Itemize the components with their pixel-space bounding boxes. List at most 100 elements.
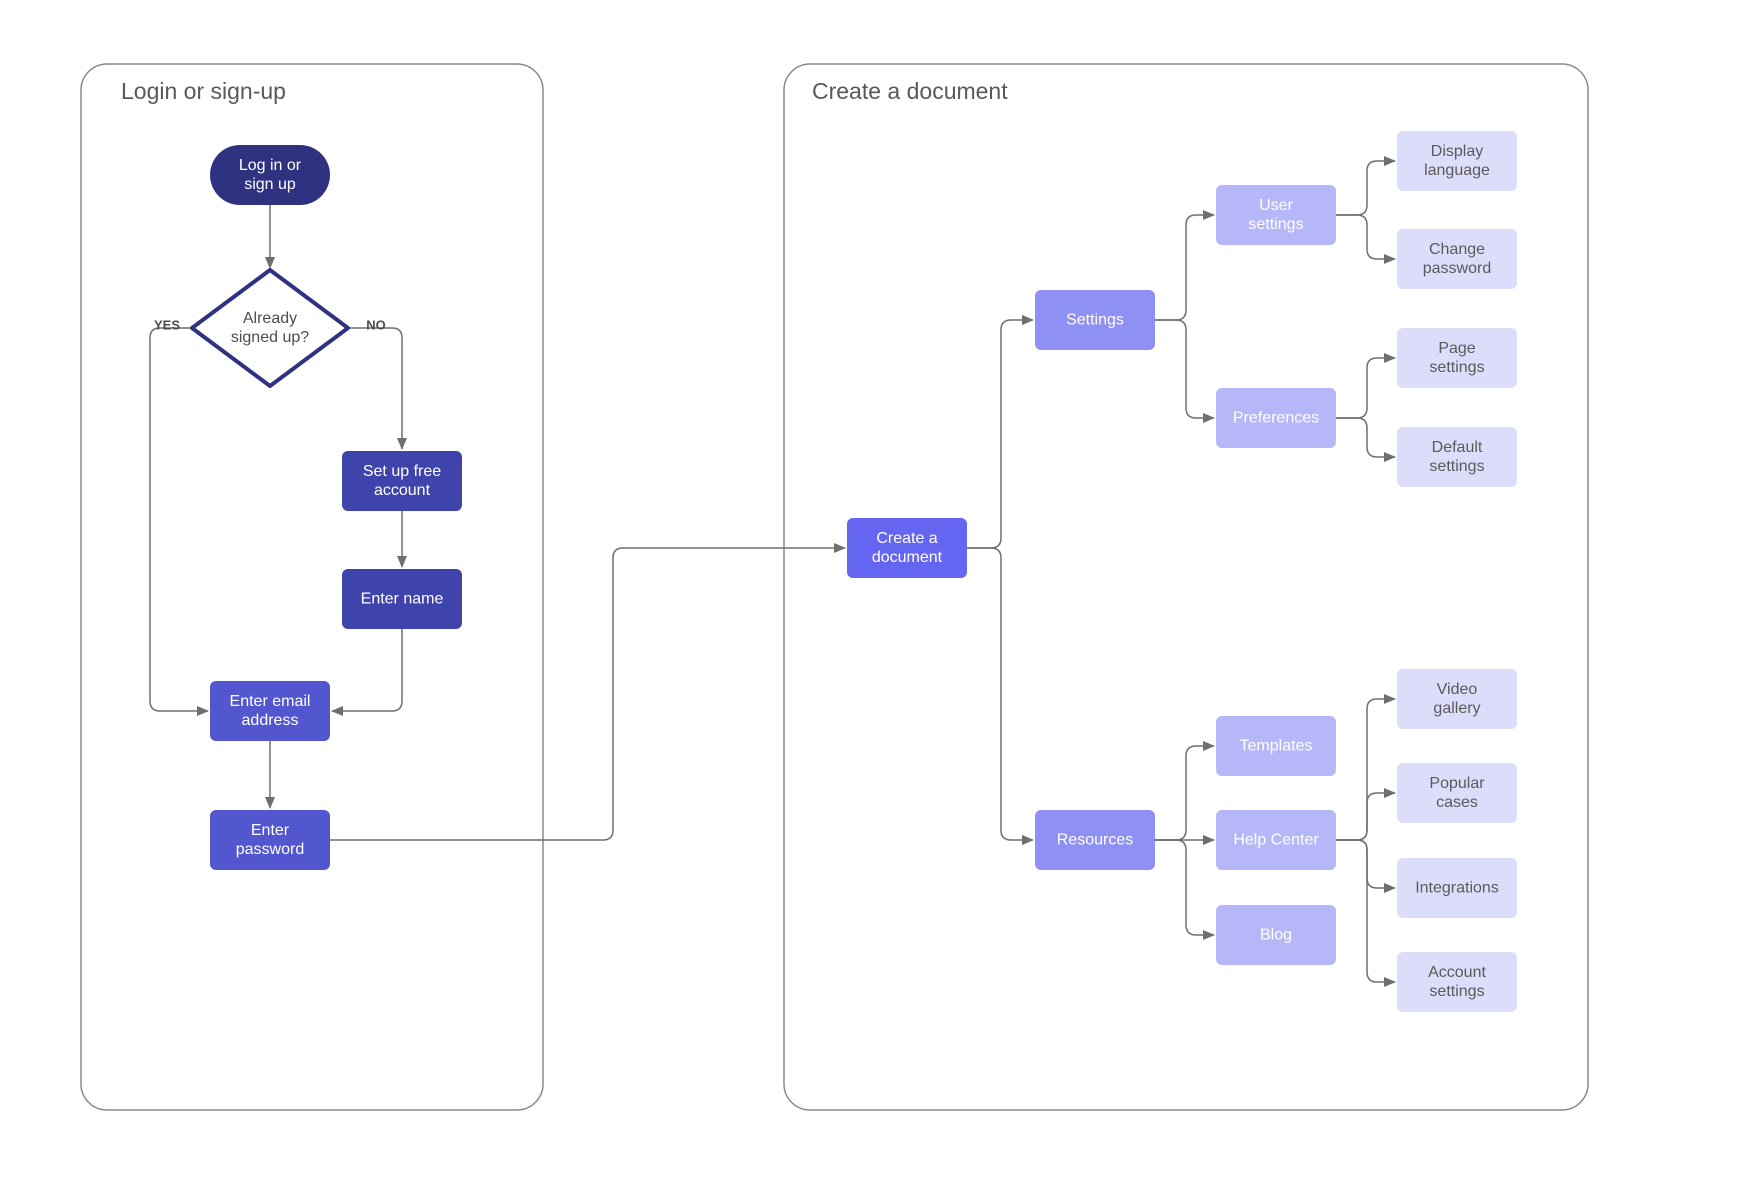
node-integrations: Integrations xyxy=(1397,858,1517,918)
node-label: Help Center xyxy=(1233,832,1319,849)
lane-create-document xyxy=(783,63,1589,1111)
node-login-start: Log in or sign up xyxy=(210,145,330,205)
node-label: Page xyxy=(1438,340,1475,357)
lane-document-title: Create a document xyxy=(812,78,1008,104)
node-blog: Blog xyxy=(1216,905,1336,965)
node-label: Integrations xyxy=(1415,880,1499,897)
connector-user-to-password xyxy=(1336,214,1396,264)
node-label: Display xyxy=(1431,143,1483,160)
node-already-signed: Already signed up? xyxy=(190,268,350,388)
node-shape xyxy=(210,810,330,870)
node-default-settings: Default settings xyxy=(1397,427,1517,487)
node-create-doc: Create a document xyxy=(847,518,967,578)
connectors xyxy=(149,156,1396,987)
yes-label: YES xyxy=(154,318,180,333)
node-shape xyxy=(1035,290,1155,350)
node-label: language xyxy=(1424,162,1490,179)
node-label: Account xyxy=(1428,964,1486,981)
node-shape xyxy=(190,268,350,388)
connector-create-to-settings xyxy=(967,315,1034,549)
node-label: Set up free xyxy=(363,463,441,480)
node-shape xyxy=(1216,716,1336,776)
node-label: Enter email xyxy=(230,693,311,710)
connector-settings-to-prefs xyxy=(1155,319,1215,423)
node-label: Resources xyxy=(1057,832,1133,849)
node-label: Create a xyxy=(876,530,937,547)
node-page-settings: Page settings xyxy=(1397,328,1517,388)
node-templates: Templates xyxy=(1216,716,1336,776)
node-shape xyxy=(1216,905,1336,965)
node-enter-name: Enter name xyxy=(342,569,462,629)
node-label: password xyxy=(236,841,304,858)
node-label: address xyxy=(242,712,299,729)
connector-no-branch xyxy=(348,327,407,450)
no-label: NO xyxy=(366,318,386,333)
node-label: account xyxy=(374,482,431,499)
node-help-center: Help Center xyxy=(1216,810,1336,870)
node-label: Default xyxy=(1432,439,1483,456)
node-label: signed up? xyxy=(231,329,309,346)
node-label: Change xyxy=(1429,241,1485,258)
connector-settings-to-user xyxy=(1155,210,1215,321)
node-shape xyxy=(1216,810,1336,870)
node-shape xyxy=(1035,810,1155,870)
node-display-language: Display language xyxy=(1397,131,1517,191)
node-shape xyxy=(1397,952,1517,1012)
node-label: Log in or xyxy=(239,157,302,174)
node-label: settings xyxy=(1429,458,1484,475)
node-change-password: Change password xyxy=(1397,229,1517,289)
node-video-gallery: Video gallery xyxy=(1397,669,1517,729)
node-setup-account: Set up free account xyxy=(342,451,462,511)
node-shape xyxy=(210,145,330,205)
node-enter-email: Enter email address xyxy=(210,681,330,741)
node-popular-cases: Popular cases xyxy=(1397,763,1517,823)
node-shape xyxy=(1397,131,1517,191)
node-label: gallery xyxy=(1433,700,1480,717)
node-account-settings: Account settings xyxy=(1397,952,1517,1012)
node-shape xyxy=(1397,669,1517,729)
lane-login-title: Login or sign-up xyxy=(121,78,286,104)
node-shape xyxy=(342,569,462,629)
connector-prefs-to-default xyxy=(1336,417,1396,462)
node-label: Settings xyxy=(1066,312,1124,329)
node-shape xyxy=(210,681,330,741)
node-label: Video xyxy=(1437,681,1478,698)
node-label: document xyxy=(872,549,943,566)
connector-password-to-create xyxy=(330,543,846,841)
node-shape xyxy=(1216,185,1336,245)
connector-help-to-account xyxy=(1336,839,1396,987)
connector-prefs-to-page xyxy=(1336,353,1396,419)
connector-yes-branch xyxy=(149,327,209,716)
node-label: Preferences xyxy=(1233,410,1319,427)
node-shape xyxy=(1397,427,1517,487)
node-label: settings xyxy=(1248,216,1303,233)
node-label: sign up xyxy=(244,176,296,193)
node-shape xyxy=(1397,858,1517,918)
node-shape xyxy=(342,451,462,511)
node-label: Enter name xyxy=(361,591,444,608)
node-shape xyxy=(847,518,967,578)
connector-name-to-email xyxy=(331,629,403,716)
connector-user-to-display xyxy=(1336,156,1396,216)
node-settings: Settings xyxy=(1035,290,1155,350)
node-label: settings xyxy=(1429,359,1484,376)
node-label: Blog xyxy=(1260,927,1292,944)
node-label: password xyxy=(1423,260,1491,277)
nodes: Log in or sign up Already signed up? Set up … xyxy=(190,131,1517,1012)
node-enter-password: Enter password xyxy=(210,810,330,870)
node-label: Already xyxy=(243,310,297,327)
node-label: Popular xyxy=(1429,775,1485,792)
node-label: cases xyxy=(1436,794,1478,811)
connector-help-to-popular xyxy=(1336,788,1396,841)
node-resources: Resources xyxy=(1035,810,1155,870)
node-label: settings xyxy=(1429,983,1484,1000)
node-label: Templates xyxy=(1240,738,1313,755)
node-label: Enter xyxy=(251,822,290,839)
node-shape xyxy=(1216,388,1336,448)
node-shape xyxy=(1397,229,1517,289)
connector-resources-to-blog xyxy=(1155,839,1215,940)
connector-create-to-resources xyxy=(967,547,1034,845)
node-shape xyxy=(1397,763,1517,823)
